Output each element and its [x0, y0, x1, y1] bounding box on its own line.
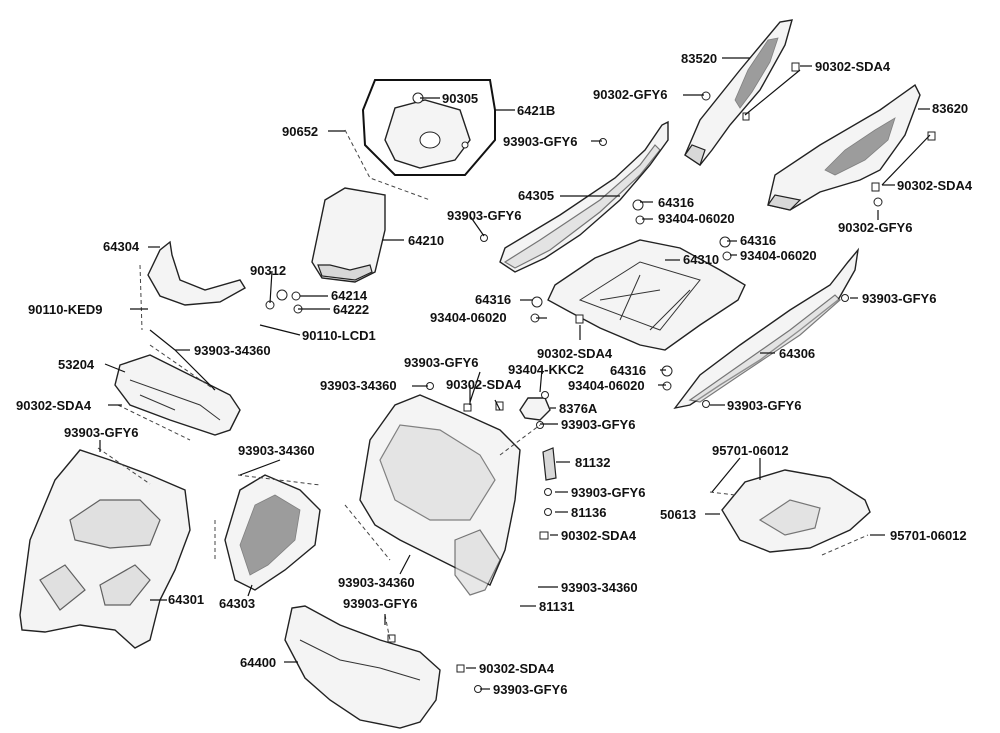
part-8376A [519, 397, 551, 421]
part-81132-plate [542, 447, 557, 481]
label-6421B: 6421B [517, 103, 555, 118]
label-93903-GFY6: 93903-GFY6 [561, 417, 635, 432]
label-93903-GFY6: 93903-GFY6 [503, 134, 577, 149]
label-90312: 90312 [250, 263, 286, 278]
label-95701-06012: 95701-06012 [712, 443, 789, 458]
label-93903-GFY6: 93903-GFY6 [343, 596, 417, 611]
label-93903-GFY6: 93903-GFY6 [571, 485, 645, 500]
part-64304-bracket [147, 240, 246, 306]
part-6421B-meter-cover-box [361, 79, 496, 176]
label-64316: 64316 [658, 195, 694, 210]
label-64400: 64400 [240, 655, 276, 670]
label-64304: 64304 [103, 239, 140, 254]
label-90302-SDA4: 90302-SDA4 [446, 377, 522, 392]
label-90302-GFY6: 90302-GFY6 [593, 87, 667, 102]
label-64210: 64210 [408, 233, 444, 248]
part-64210-windshield [311, 187, 386, 283]
label-93404-06020: 93404-06020 [568, 378, 645, 393]
label-90302-GFY6: 90302-GFY6 [838, 220, 912, 235]
part-64310-floor-panel [547, 239, 746, 351]
part-number-labels: 83520 90302-SDA4 90302-GFY6 90305 6421B … [16, 51, 973, 697]
part-50613-under-cover [721, 469, 871, 553]
label-81132: 81132 [575, 455, 610, 470]
label-93903-GFY6: 93903-GFY6 [447, 208, 521, 223]
label-93903-34360: 93903-34360 [338, 575, 415, 590]
label-64310: 64310 [683, 252, 719, 267]
assembly-dashed-lines [97, 129, 869, 641]
label-95701-06012: 95701-06012 [890, 528, 967, 543]
part-64305-side-panel [499, 120, 669, 273]
label-90302-SDA4: 90302-SDA4 [815, 59, 891, 74]
label-90302-SDA4: 90302-SDA4 [16, 398, 92, 413]
label-50613: 50613 [660, 507, 696, 522]
label-93903-GFY6: 93903-GFY6 [64, 425, 138, 440]
label-90302-SDA4: 90302-SDA4 [537, 346, 613, 361]
label-93903-GFY6: 93903-GFY6 [404, 355, 478, 370]
label-81136: 81136 [571, 505, 606, 520]
part-83620-side-cover [766, 83, 921, 211]
label-83620: 83620 [932, 101, 968, 116]
label-93903-34360: 93903-34360 [194, 343, 271, 358]
part-81131-inner-shield [359, 394, 521, 596]
label-93404-06020: 93404-06020 [658, 211, 735, 226]
label-64316: 64316 [610, 363, 646, 378]
label-90302-SDA4: 90302-SDA4 [561, 528, 637, 543]
label-64214: 64214 [331, 288, 368, 303]
label-93903-34360: 93903-34360 [320, 378, 397, 393]
label-64301: 64301 [168, 592, 204, 607]
label-90652: 90652 [282, 124, 318, 139]
label-90302-SDA4: 90302-SDA4 [479, 661, 555, 676]
label-93903-GFY6: 93903-GFY6 [727, 398, 801, 413]
part-83520-side-cover [684, 19, 793, 166]
label-53204: 53204 [58, 357, 95, 372]
label-93404-KKC2: 93404-KKC2 [508, 362, 584, 377]
label-64316: 64316 [740, 233, 776, 248]
label-64316: 64316 [475, 292, 511, 307]
part-64306-side-panel [673, 247, 860, 410]
label-90305: 90305 [442, 91, 478, 106]
label-93903-34360: 93903-34360 [238, 443, 315, 458]
part-64400-floor-step [284, 605, 441, 729]
label-81131: 81131 [539, 599, 574, 614]
label-90110-LCD1: 90110-LCD1 [302, 328, 376, 343]
label-90302-SDA4: 90302-SDA4 [897, 178, 973, 193]
label-64306: 64306 [779, 346, 815, 361]
label-8376A: 8376A [559, 401, 598, 416]
label-64222: 64222 [333, 302, 369, 317]
part-53204-inner-bracket [114, 354, 241, 436]
leader-lines [99, 57, 931, 690]
label-90110-KED9: 90110-KED9 [28, 302, 102, 317]
label-83520: 83520 [681, 51, 717, 66]
label-93404-06020: 93404-06020 [740, 248, 817, 263]
label-93903-GFY6: 93903-GFY6 [862, 291, 936, 306]
label-64303: 64303 [219, 596, 255, 611]
part-64301-front-cover [19, 449, 191, 649]
label-64305: 64305 [518, 188, 554, 203]
label-93903-GFY6: 93903-GFY6 [493, 682, 567, 697]
label-93903-34360: 93903-34360 [561, 580, 638, 595]
label-93404-06020: 93404-06020 [430, 310, 507, 325]
part-64303-grille [224, 474, 321, 591]
